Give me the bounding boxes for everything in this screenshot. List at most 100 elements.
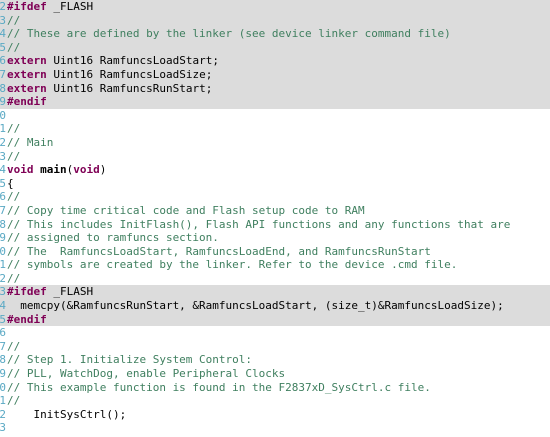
- comment-token: // Step 1. Initialize System Control:: [7, 353, 253, 367]
- code-text: Uint16 RamfuncsLoadSize;: [46, 67, 213, 81]
- line-number: 8: [0, 353, 6, 367]
- line-number: 1: [0, 394, 6, 408]
- line-number: 6: [0, 54, 6, 68]
- preprocessor-token: #endif: [7, 95, 47, 109]
- comment-token: // These are defined by the linker (see …: [7, 27, 451, 41]
- line-number: 7: [0, 67, 6, 81]
- code-line[interactable]: 9// assigned to ramfuncs section.: [0, 231, 550, 245]
- comment-token: //: [7, 394, 21, 408]
- comment-token: //: [7, 122, 21, 136]
- code-content: InitSysCtrl();: [7, 408, 126, 422]
- function-name-token: main: [40, 163, 67, 177]
- code-line[interactable]: 9#endif: [0, 95, 550, 109]
- code-content: //: [7, 150, 20, 164]
- line-number: 7: [0, 203, 6, 217]
- code-text: Uint16 RamfuncsLoadStart;: [46, 54, 219, 68]
- comment-token: // PLL, WatchDog, enable Peripheral Cloc…: [7, 367, 286, 381]
- code-line[interactable]: 4 memcpy(&RamfuncsRunStart, &RamfuncsLoa…: [0, 299, 550, 313]
- line-number: 3: [0, 149, 6, 163]
- code-line[interactable]: 7//: [0, 340, 550, 354]
- comment-token: // symbols are created by the linker. Re…: [7, 258, 458, 272]
- code-line[interactable]: 4// These are defined by the linker (see…: [0, 27, 550, 41]
- keyword-token: extern: [7, 67, 47, 81]
- code-line[interactable]: 1// symbols are created by the linker. R…: [0, 258, 550, 272]
- line-number: 2: [0, 0, 6, 13]
- keyword-token: void: [7, 163, 34, 177]
- code-text: Uint16 RamfuncsRunStart;: [46, 81, 213, 95]
- code-line[interactable]: 2 InitSysCtrl();: [0, 408, 550, 422]
- code-line[interactable]: 2#ifdef _FLASH: [0, 0, 550, 14]
- code-content: // Copy time critical code and Flash set…: [7, 204, 365, 218]
- code-line[interactable]: 6: [0, 326, 550, 340]
- code-content: // Main: [7, 136, 53, 150]
- code-content: //: [7, 340, 20, 354]
- code-text: ): [99, 163, 107, 177]
- code-content: //: [7, 41, 20, 55]
- code-line[interactable]: 3#ifdef _FLASH: [0, 285, 550, 300]
- line-number: 8: [0, 81, 6, 95]
- comment-token: // This example function is found in the…: [7, 380, 431, 394]
- code-text: memcpy(&RamfuncsRunStart, &RamfuncsLoadS…: [7, 299, 504, 313]
- line-number: 3: [0, 421, 6, 435]
- code-line[interactable]: 8// Step 1. Initialize System Control:: [0, 353, 550, 367]
- comment-token: //: [7, 271, 21, 285]
- code-line[interactable]: 0// The RamfuncsLoadStart, RamfuncsLoadE…: [0, 245, 550, 259]
- code-content: #endif: [7, 313, 47, 327]
- code-line[interactable]: 2// Main: [0, 136, 550, 150]
- code-content: //: [7, 190, 20, 204]
- code-line[interactable]: 3: [0, 421, 550, 435]
- code-line[interactable]: 0: [0, 109, 550, 123]
- code-line[interactable]: 5{: [0, 177, 550, 191]
- code-line[interactable]: 8// This includes InitFlash(), Flash API…: [0, 218, 550, 232]
- code-content: //: [7, 394, 20, 408]
- code-line[interactable]: 3//: [0, 13, 550, 28]
- code-content: // The RamfuncsLoadStart, RamfuncsLoadEn…: [7, 245, 431, 259]
- preprocessor-token: #ifdef: [7, 285, 47, 299]
- comment-token: // Copy time critical code and Flash set…: [7, 203, 365, 217]
- line-number: 6: [0, 326, 6, 340]
- line-number: 4: [0, 27, 6, 41]
- code-line[interactable]: 7// Copy time critical code and Flash se…: [0, 204, 550, 218]
- code-content: //: [7, 272, 20, 286]
- code-line[interactable]: 6//: [0, 190, 550, 204]
- comment-token: //: [7, 13, 21, 27]
- code-line[interactable]: 3//: [0, 150, 550, 164]
- line-number: 5: [0, 40, 6, 54]
- code-content: // This includes InitFlash(), Flash API …: [7, 218, 510, 232]
- code-content: // PLL, WatchDog, enable Peripheral Cloc…: [7, 367, 285, 381]
- line-number: 5: [0, 312, 6, 326]
- line-number: 9: [0, 95, 6, 109]
- code-content: // assigned to ramfuncs section.: [7, 231, 219, 245]
- code-line[interactable]: 9// PLL, WatchDog, enable Peripheral Clo…: [0, 367, 550, 381]
- code-line[interactable]: 2//: [0, 272, 550, 286]
- code-line[interactable]: 0// This example function is found in th…: [0, 381, 550, 395]
- line-number: 4: [0, 299, 6, 313]
- code-content: #ifdef _FLASH: [7, 285, 93, 299]
- code-content: void main(void): [7, 163, 106, 177]
- code-line[interactable]: 5//: [0, 40, 550, 55]
- preprocessor-token: #endif: [7, 312, 47, 326]
- code-line[interactable]: 1//: [0, 394, 550, 408]
- code-content: // This example function is found in the…: [7, 381, 431, 395]
- line-number: 0: [0, 380, 6, 394]
- code-line[interactable]: 5#endif: [0, 312, 550, 327]
- code-content: extern Uint16 RamfuncsLoadStart;: [7, 54, 219, 68]
- comment-token: // The RamfuncsLoadStart, RamfuncsLoadEn…: [7, 244, 431, 258]
- line-number: 3: [0, 285, 6, 299]
- preprocessor-token: #ifdef: [7, 0, 47, 13]
- line-number: 2: [0, 407, 6, 421]
- code-content: {: [7, 177, 14, 191]
- line-number: 0: [0, 244, 6, 258]
- line-number: 0: [0, 108, 6, 122]
- code-text: _FLASH: [46, 285, 94, 299]
- code-text: _FLASH: [46, 0, 94, 13]
- line-number: 1: [0, 258, 6, 272]
- code-text: {: [7, 176, 14, 190]
- code-content: #ifdef _FLASH: [7, 0, 93, 14]
- code-line[interactable]: 1//: [0, 122, 550, 136]
